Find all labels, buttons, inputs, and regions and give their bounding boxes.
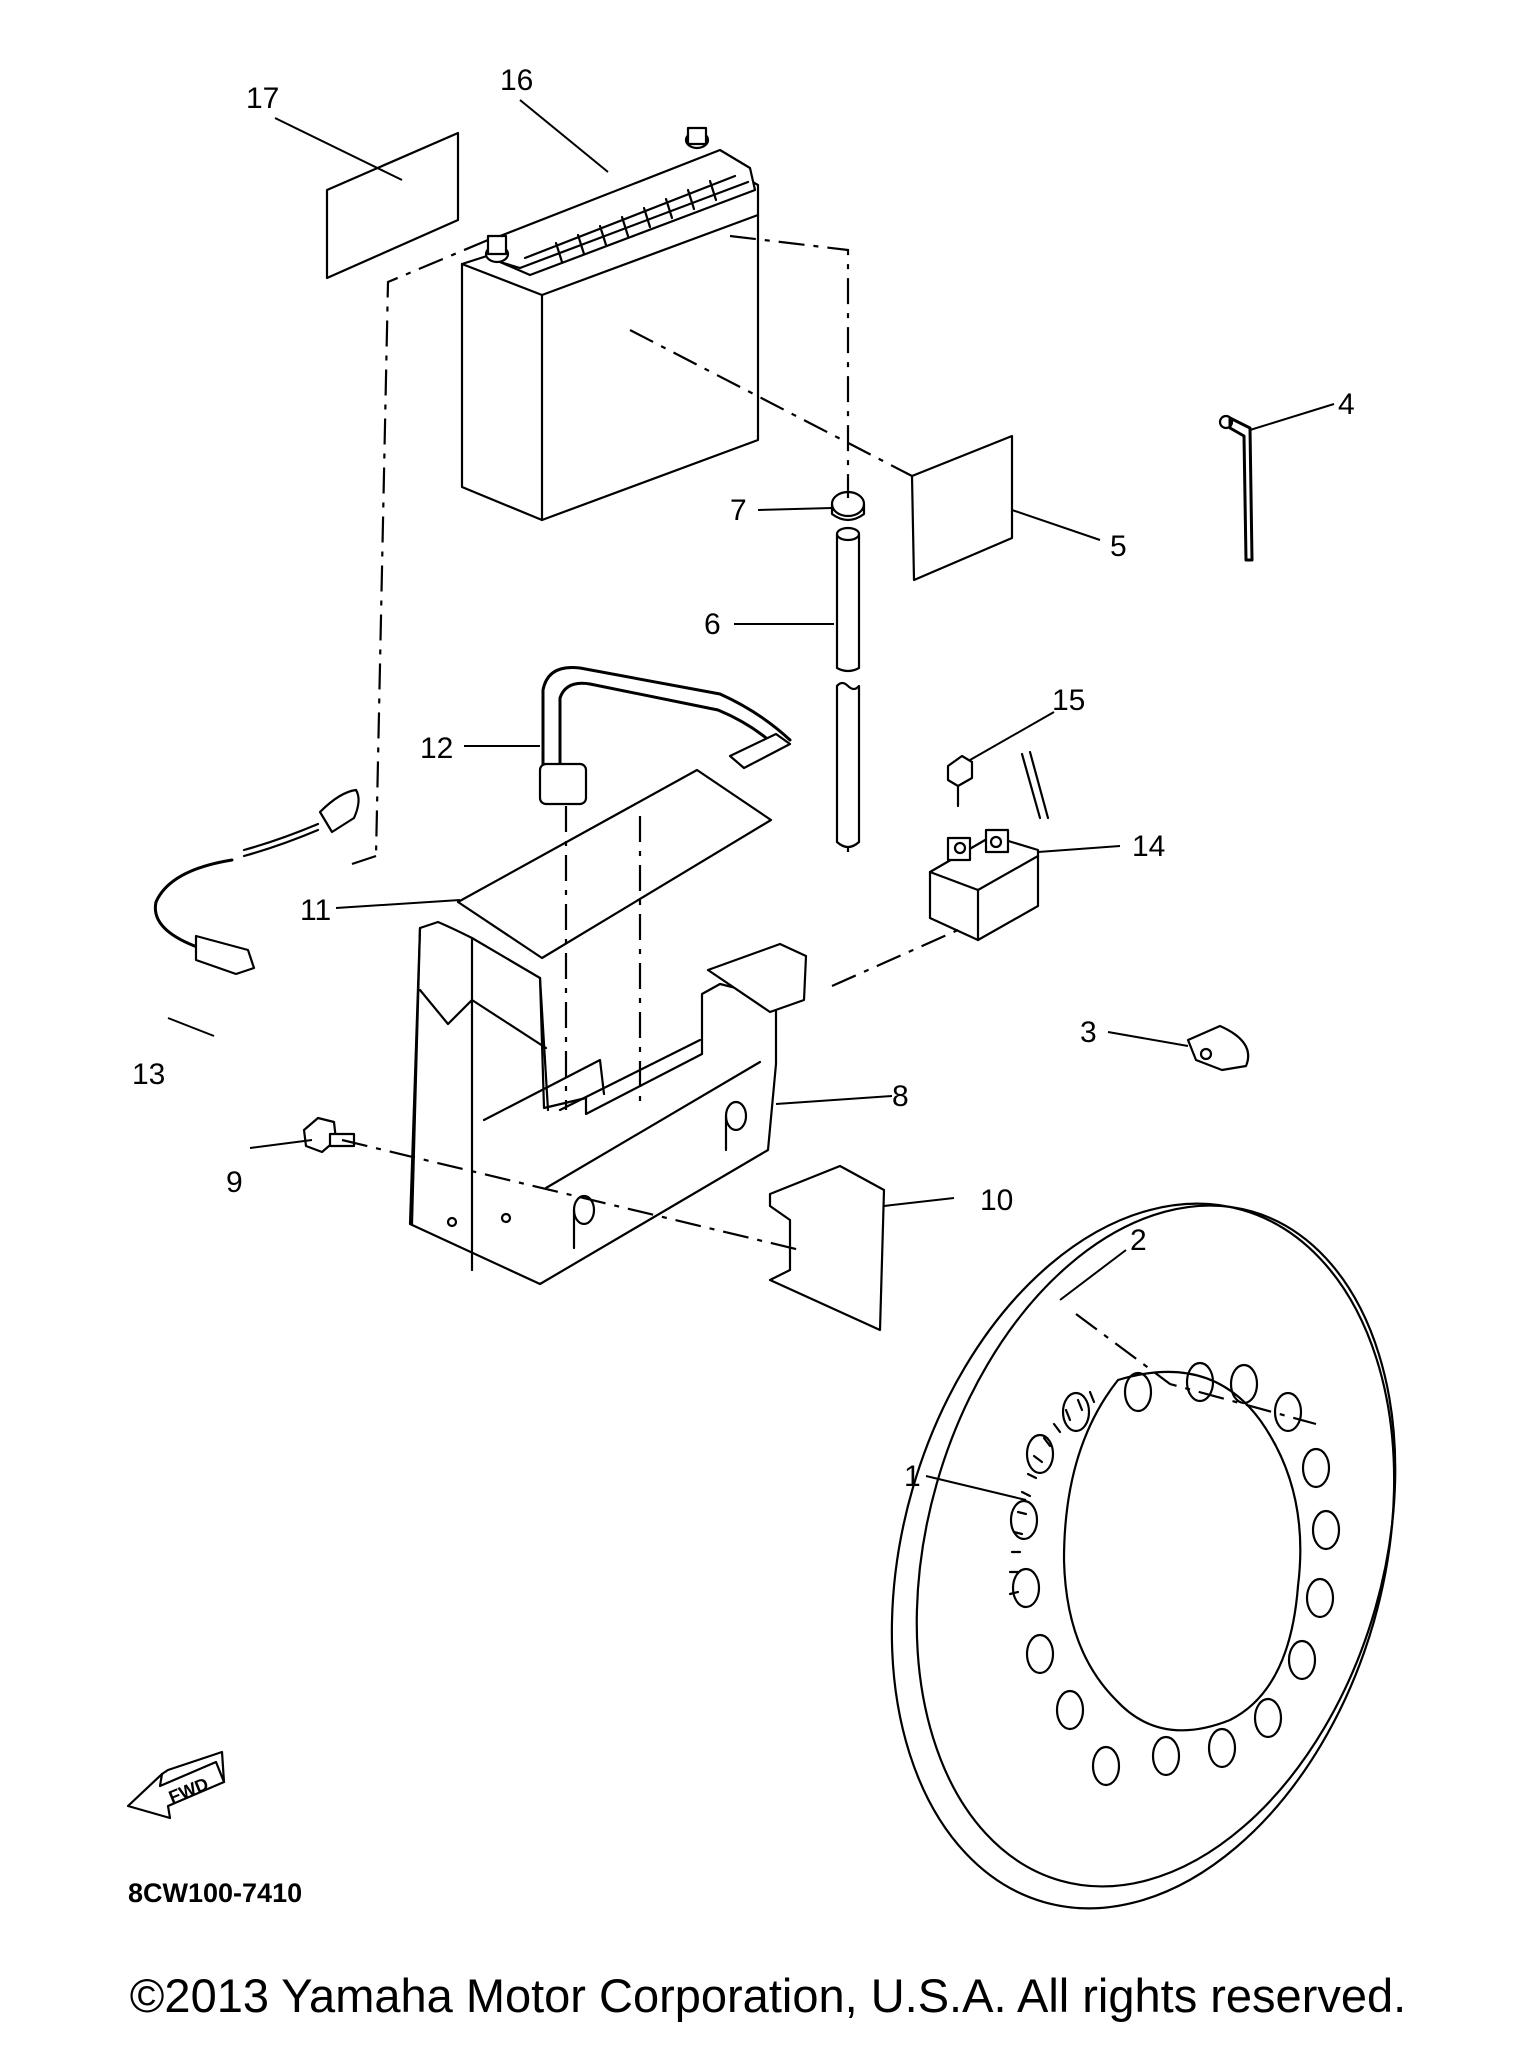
- part-5-pad: [910, 434, 1014, 582]
- assembly-lines: [341, 234, 1317, 1426]
- callout-9: 9: [226, 1166, 243, 1199]
- part-6-hose: [835, 526, 861, 849]
- callout-8: 8: [892, 1080, 909, 1113]
- callout-2: 2: [1130, 1224, 1147, 1257]
- callout-13: 13: [132, 1058, 166, 1091]
- fwd-arrow-icon: FWD: [126, 1750, 226, 1820]
- part-15-screw: [946, 750, 1050, 820]
- callout-10: 10: [980, 1184, 1014, 1217]
- diagram-code: 8CW100-7410: [128, 1878, 303, 1908]
- part-11-plate: [456, 768, 773, 960]
- part-4-clip: [1218, 414, 1254, 562]
- callout-11: 11: [300, 894, 332, 927]
- callout-3: 3: [1080, 1016, 1097, 1049]
- callout-1: 1: [904, 1460, 921, 1493]
- callout-12: 12: [420, 732, 454, 765]
- part-16-battery: [460, 126, 760, 522]
- part-1-sprocket: [890, 1202, 1397, 1910]
- callout-6: 6: [704, 608, 721, 641]
- leader-lines: [167, 99, 1335, 1501]
- callout-5: 5: [1110, 530, 1127, 563]
- part-10-cover: [768, 1164, 886, 1332]
- part-12-band: [538, 665, 792, 806]
- callout-16: 16: [500, 64, 534, 97]
- part-9-bolt: [302, 1116, 356, 1154]
- callout-15: 15: [1052, 684, 1086, 717]
- part-13-lead-wire: [153, 788, 360, 976]
- callout-17: 17: [246, 82, 280, 115]
- part-8-battery-case: [408, 920, 808, 1286]
- copyright-notice: ©2013 Yamaha Motor Corporation, U.S.A. A…: [129, 1969, 1407, 2022]
- part-3-clamp: [1186, 1024, 1250, 1072]
- callout-4: 4: [1338, 388, 1355, 421]
- part-17-label-card: [325, 131, 460, 280]
- part-14-relay: [928, 828, 1040, 942]
- callout-7: 7: [730, 494, 747, 527]
- callout-14: 14: [1132, 830, 1166, 863]
